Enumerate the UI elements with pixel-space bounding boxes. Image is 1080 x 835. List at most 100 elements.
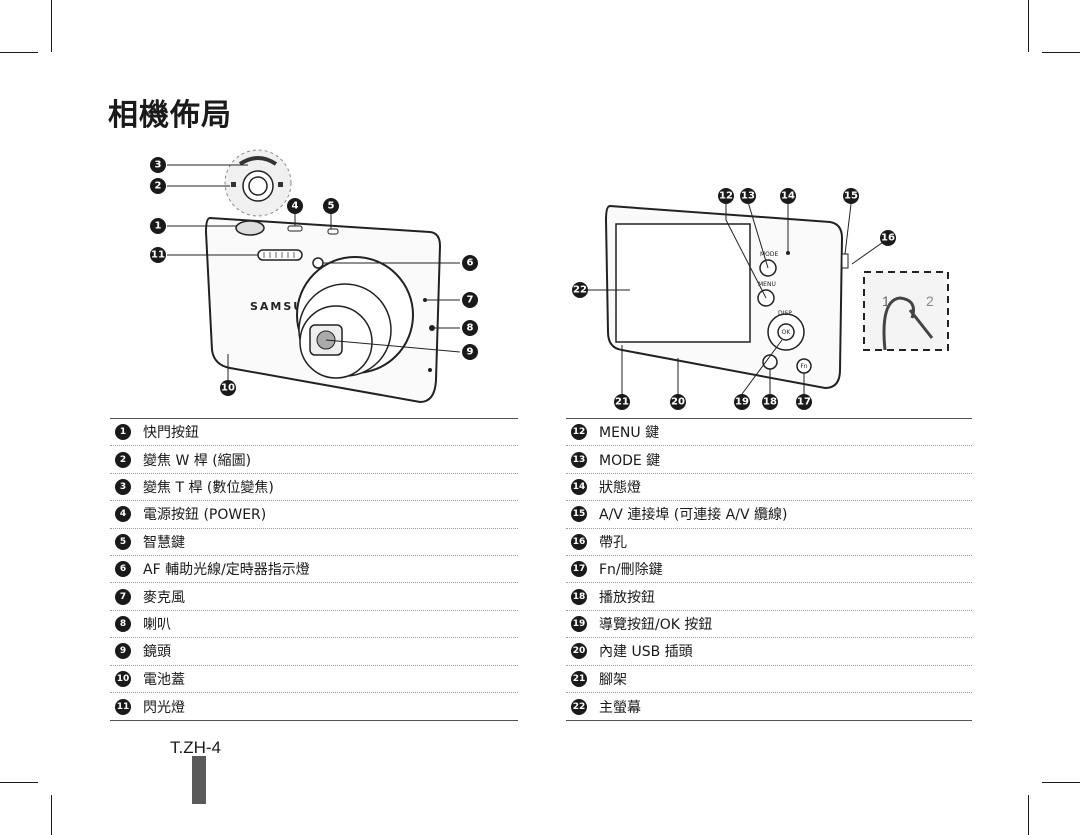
callout-number: 15 bbox=[844, 191, 858, 202]
section-tab bbox=[192, 756, 206, 804]
legend-label: 閃光燈 bbox=[143, 699, 185, 716]
legend-number: 8 bbox=[115, 615, 131, 632]
legend-number: 7 bbox=[115, 588, 131, 605]
crop-mark bbox=[51, 0, 52, 52]
callout-number: 18 bbox=[763, 397, 777, 408]
legend-number: 1 bbox=[115, 424, 131, 441]
legend-label: Fn/刪除鍵 bbox=[599, 562, 663, 579]
legend-label: AF 輔助光線/定時器指示燈 bbox=[143, 562, 310, 579]
crop-mark bbox=[0, 52, 38, 53]
legend-row: 15 A/V 連接埠 (可連接 A/V 纜線) bbox=[566, 501, 972, 529]
ok-label: OK bbox=[782, 329, 792, 336]
callout-number: 4 bbox=[292, 201, 299, 212]
callout-number: 10 bbox=[221, 383, 235, 394]
legend-number: 20 bbox=[571, 643, 587, 660]
callout-number: 14 bbox=[781, 191, 795, 202]
legend-label: 主螢幕 bbox=[599, 699, 641, 716]
fn-label: Fn bbox=[800, 363, 807, 370]
legend-number: 18 bbox=[571, 588, 587, 605]
legend-label: MODE 鍵 bbox=[599, 452, 661, 469]
legend-row: 9 鏡頭 bbox=[110, 638, 518, 666]
callout-number: 22 bbox=[573, 285, 587, 296]
callout-number: 13 bbox=[741, 191, 755, 202]
legend-row: 14 狀態燈 bbox=[566, 474, 972, 502]
legend-row: 16 帶孔 bbox=[566, 529, 972, 556]
callout-number: 6 bbox=[467, 258, 474, 269]
callout-number: 21 bbox=[615, 397, 629, 408]
legend-row: 1 快門按鈕 bbox=[110, 419, 518, 447]
strap-step-2: 2 bbox=[926, 293, 934, 309]
callout-number: 8 bbox=[467, 323, 474, 334]
legend-number: 6 bbox=[115, 561, 131, 578]
crop-mark bbox=[0, 782, 38, 783]
legend-number: 10 bbox=[115, 670, 131, 687]
disp-label: DISP bbox=[778, 310, 792, 317]
legend-label: 快門按鈕 bbox=[143, 425, 199, 442]
legend-label: A/V 連接埠 (可連接 A/V 纜線) bbox=[599, 507, 788, 524]
legend-row: 10 電池蓋 bbox=[110, 666, 518, 693]
legend-number: 5 bbox=[115, 533, 131, 550]
legend-number: 9 bbox=[115, 643, 131, 660]
callout-number: 3 bbox=[155, 160, 162, 171]
legend-label: 鏡頭 bbox=[143, 644, 171, 661]
crop-mark bbox=[1028, 0, 1029, 52]
legend-label: 麥克風 bbox=[143, 589, 185, 606]
legend-number: 19 bbox=[571, 615, 587, 632]
strap-step-1: 1 bbox=[882, 293, 890, 309]
legend-row: 3 變焦 T 桿 (數位變焦) bbox=[110, 474, 518, 502]
legend-row: 22 主螢幕 bbox=[566, 693, 972, 720]
page-title: 相機佈局 bbox=[108, 98, 232, 133]
legend-label: 內建 USB 插頭 bbox=[599, 644, 693, 661]
crop-mark bbox=[1028, 795, 1029, 835]
callout-number: 16 bbox=[881, 233, 895, 244]
legend-label: 狀態燈 bbox=[599, 479, 641, 496]
legend-label: 變焦 W 桿 (縮圖) bbox=[143, 452, 252, 469]
legend-row: 21 腳架 bbox=[566, 666, 972, 693]
callout-number: 7 bbox=[467, 295, 474, 306]
callout-number: 2 bbox=[155, 181, 162, 192]
legend-number: 22 bbox=[571, 698, 587, 715]
camera-back-illustration: MODE MENU OK DISP Fn 1 2 12 13 14 15 16 … bbox=[572, 188, 949, 410]
legend-number: 3 bbox=[115, 478, 131, 495]
legend-label: 導覽按鈕/OK 按鈕 bbox=[599, 616, 713, 633]
callout-number: 12 bbox=[719, 191, 733, 202]
legend-label: 播放按鈕 bbox=[599, 589, 655, 606]
legend-row: 13 MODE 鍵 bbox=[566, 446, 972, 474]
legend-right: 12 MENU 鍵 13 MODE 鍵 14 狀態燈 15 A/V 連接埠 (可連接 A… bbox=[566, 418, 972, 722]
mode-label: MODE bbox=[760, 251, 779, 258]
legend-label: 帶孔 bbox=[599, 534, 627, 551]
page-number: T.ZH-4 bbox=[170, 738, 221, 757]
callout-number: 17 bbox=[797, 397, 811, 408]
legend-number: 12 bbox=[571, 424, 587, 441]
callout-number: 5 bbox=[328, 201, 335, 212]
legend-label: MENU 鍵 bbox=[599, 425, 660, 442]
legend-label: 電源按鈕 (POWER) bbox=[143, 507, 267, 524]
callout-number: 19 bbox=[735, 397, 749, 408]
menu-label: MENU bbox=[758, 281, 776, 288]
callout-number: 11 bbox=[151, 250, 165, 261]
crop-mark bbox=[1042, 782, 1080, 783]
legend-row: 20 內建 USB 插頭 bbox=[566, 638, 972, 666]
callout-number: 9 bbox=[467, 347, 474, 358]
legend-number: 15 bbox=[571, 506, 587, 523]
legend-row: 7 麥克風 bbox=[110, 583, 518, 611]
legend-number: 2 bbox=[115, 451, 131, 468]
legend-row: 19 導覽按鈕/OK 按鈕 bbox=[566, 611, 972, 639]
legend-number: 13 bbox=[571, 451, 587, 468]
legend-row: 5 智慧鍵 bbox=[110, 529, 518, 556]
legend-label: 腳架 bbox=[599, 671, 627, 688]
callout-number: 1 bbox=[155, 221, 162, 232]
legend-label: 電池蓋 bbox=[143, 671, 185, 688]
legend-row: 12 MENU 鍵 bbox=[566, 419, 972, 447]
camera-front-illustration: SAMSUNG 3 2 1 11 4 5 6 7 8 9 10 bbox=[150, 149, 478, 404]
legend-number: 14 bbox=[571, 478, 587, 495]
legend-label: 變焦 T 桿 (數位變焦) bbox=[143, 479, 274, 496]
legend-label: 智慧鍵 bbox=[143, 534, 185, 551]
legend-number: 21 bbox=[571, 670, 587, 687]
legend-number: 16 bbox=[571, 533, 587, 550]
